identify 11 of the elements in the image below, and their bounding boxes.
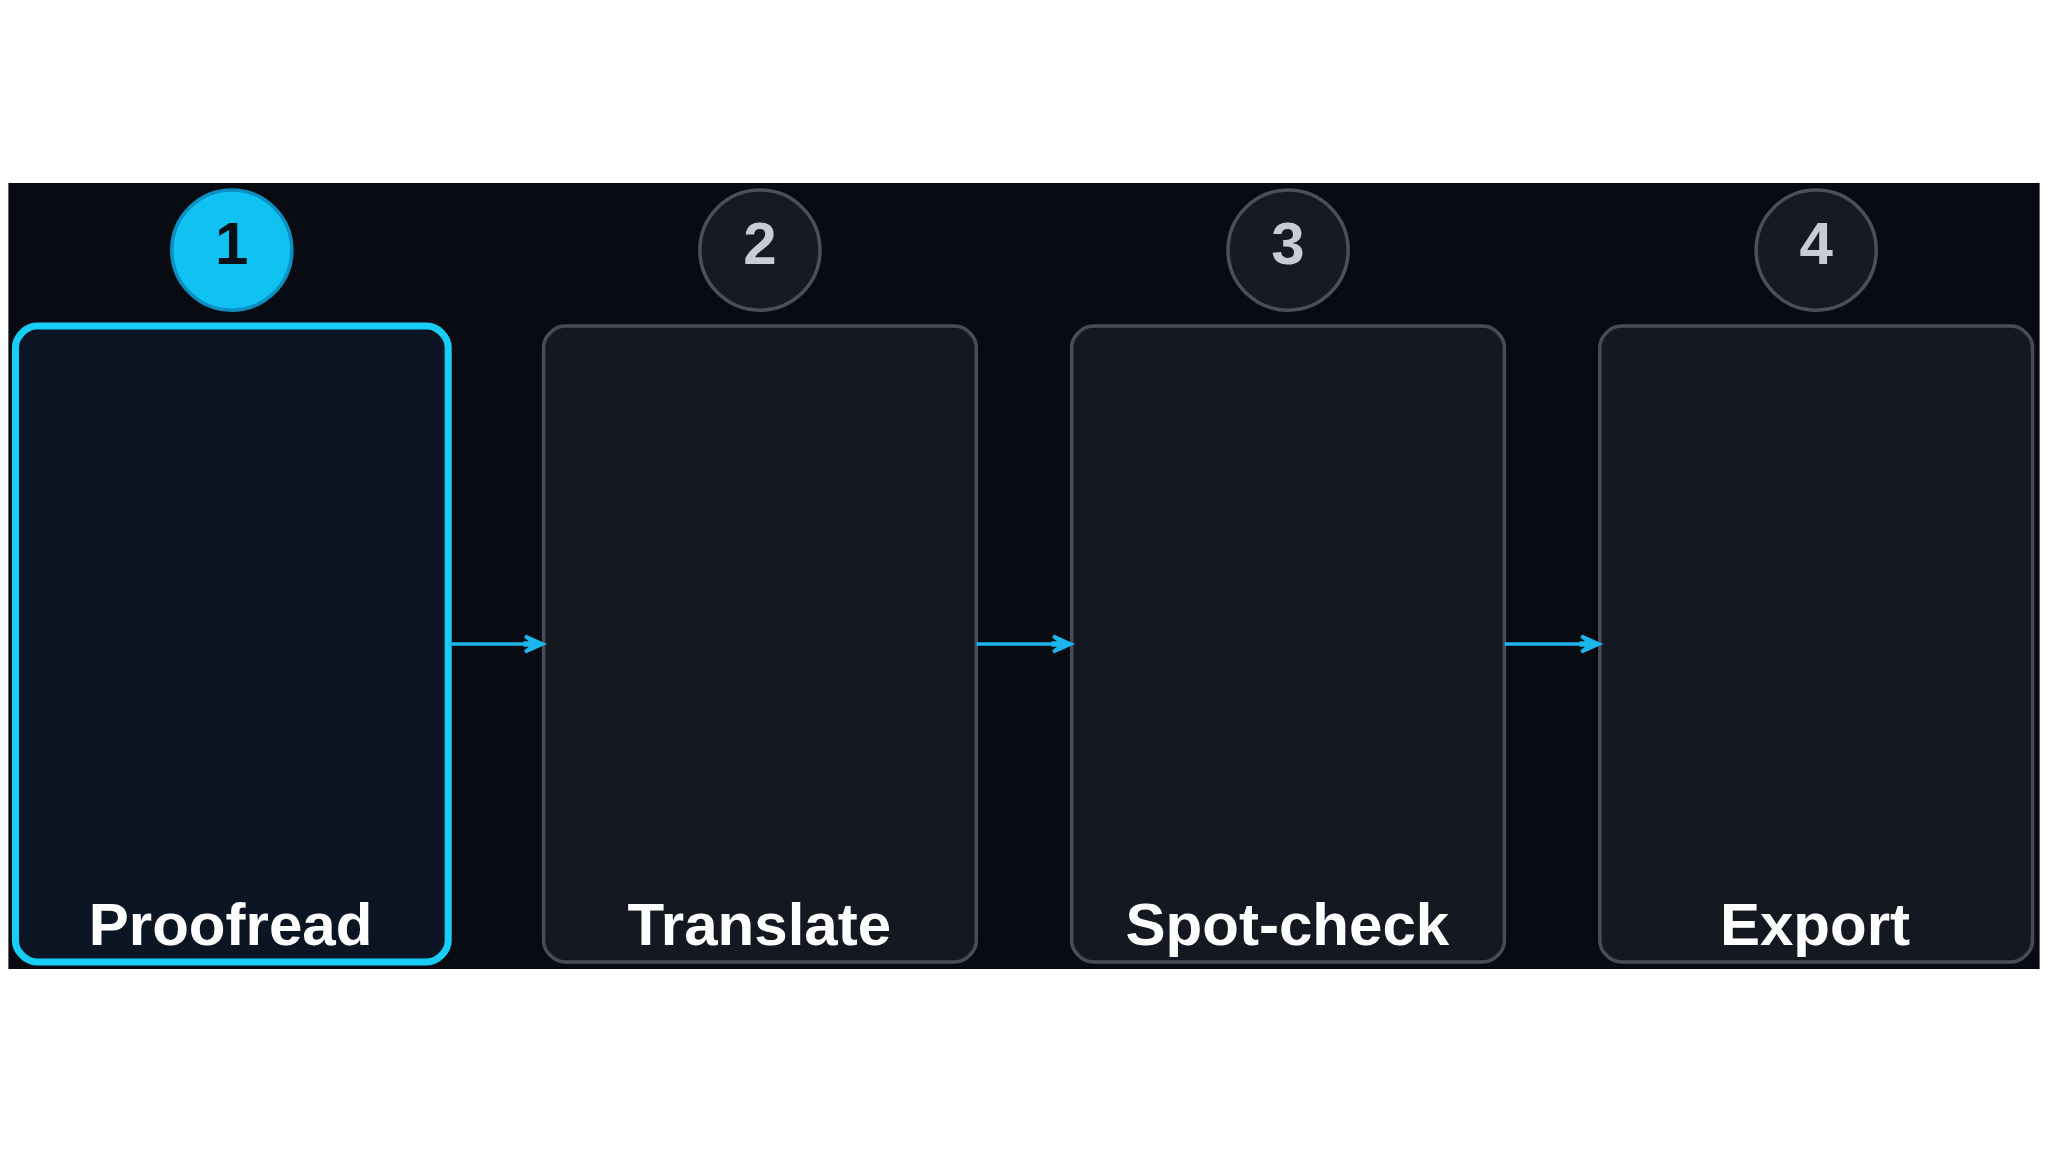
node-box: Export <box>1598 324 2035 964</box>
arrow <box>976 634 1073 654</box>
arrow <box>448 634 545 654</box>
node-box: Spot-check <box>1069 324 1507 964</box>
node-circle: 4 <box>1754 188 1878 312</box>
node-circle: 3 <box>1226 188 1350 312</box>
node-box: Proofread <box>11 322 452 966</box>
node-circle: 2 <box>698 188 822 312</box>
arrow <box>1504 634 1601 654</box>
node-circle: 1 <box>170 188 294 312</box>
node-box: Translate <box>541 324 979 964</box>
